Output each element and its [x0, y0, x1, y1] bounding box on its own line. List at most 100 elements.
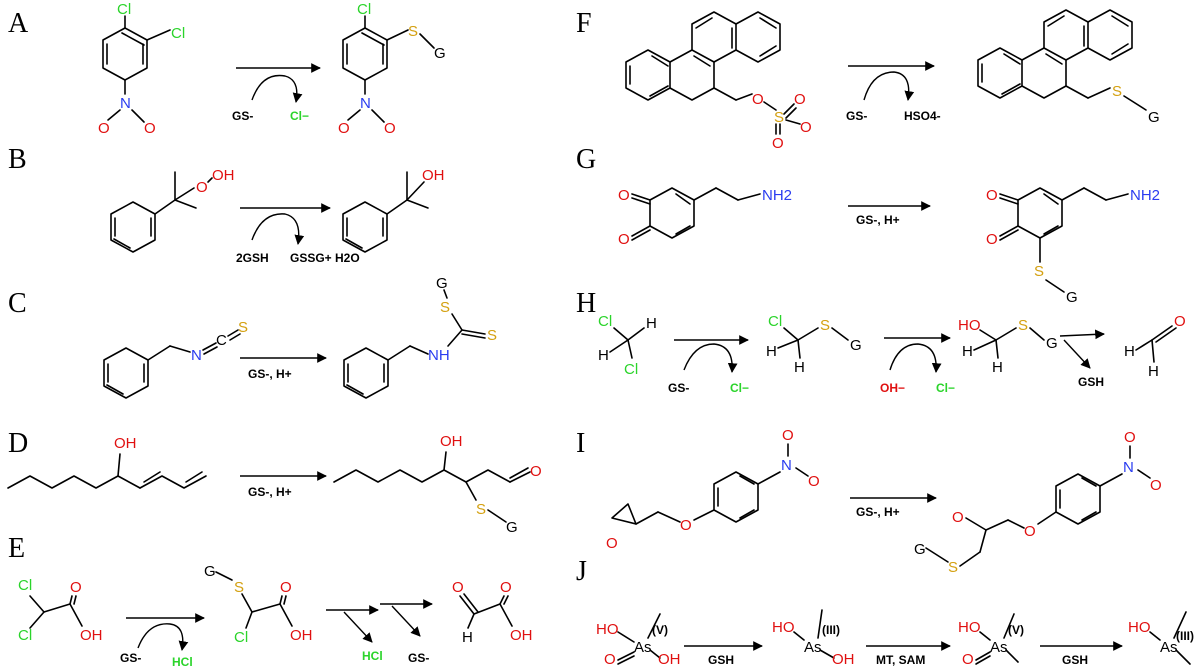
arsenite-iii: HO As (III) OH [772, 609, 855, 668]
reaction-b: O OH 2GSH GSSG+ H2O OH [110, 167, 445, 265]
atom-ho: HO [596, 621, 619, 638]
atom-n: N [781, 457, 792, 474]
curved-arrow [889, 343, 942, 373]
reagent-oh: OH− [880, 381, 905, 395]
panel-label-c: C [8, 288, 27, 319]
reactant-dopamine-quinone: O O NH2 [618, 187, 792, 248]
atom-o: O [98, 120, 110, 137]
atom-g: G [1066, 289, 1078, 306]
atom-o: O [530, 463, 542, 480]
curved-arrow [251, 213, 305, 245]
atom-s: S [238, 319, 248, 336]
atom-oh: OH [658, 651, 681, 668]
reaction-j: HO As (V) O OH GSH HO As (III) OH MT, SA… [596, 609, 1194, 668]
atom-o: O [144, 120, 156, 137]
atom-oh: OH [422, 167, 445, 184]
atom-g: G [204, 563, 216, 580]
reaction-i: O O N O O GS-, H+ G S O O [606, 427, 1162, 576]
atom-o: O [962, 651, 974, 668]
atom-cl: Cl [18, 577, 32, 594]
product-f: S G [977, 9, 1160, 126]
atom-oh: OH [212, 167, 235, 184]
product-d: OH O S G [333, 433, 542, 536]
panel-label-j: J [576, 556, 587, 587]
product-c: NH S S G [343, 275, 497, 399]
atom-o: O [794, 91, 806, 108]
reagent-gs: GS- [232, 109, 253, 123]
atom-oh: OH [510, 627, 533, 644]
atom-oh: OH [114, 435, 137, 452]
byproduct-cl: Cl− [730, 381, 749, 395]
reactant-cumene-hydroperoxide: O OH [110, 167, 235, 253]
dimethylarsinite-iii: HO As (III) [1128, 611, 1194, 665]
atom-o: O [384, 120, 396, 137]
atom-g: G [1148, 109, 1160, 126]
atom-o: O [70, 579, 82, 596]
atom-o: O [606, 535, 618, 552]
curved-arrow [251, 74, 303, 103]
reaction-f: O S O O O GS- HSO4- S [625, 9, 1160, 152]
panel-label-e: E [8, 533, 25, 564]
atom-oh: OH [440, 433, 463, 450]
atom-o: O [500, 579, 512, 596]
curved-arrow [683, 343, 738, 373]
atom-g: G [850, 337, 862, 354]
atom-o: O [618, 231, 630, 248]
oxidation-state: (III) [1176, 629, 1194, 643]
atom-s: S [820, 317, 830, 334]
atom-o: O [1024, 523, 1036, 540]
panel-label-g: G [576, 144, 596, 175]
curved-arrow [863, 71, 915, 101]
atom-o: O [604, 651, 616, 668]
atom-cl: Cl [624, 361, 638, 378]
atom-oh: OH [290, 627, 313, 644]
atom-cl: Cl [18, 627, 32, 644]
panel-label-b: B [8, 144, 27, 175]
intermediate-h-2: HO H H S G [958, 317, 1058, 376]
atom-cl: Cl [234, 629, 248, 646]
atom-g: G [434, 45, 446, 62]
reaction-h: Cl H H Cl GS- Cl− Cl H H S G OH− Cl− [598, 313, 1186, 395]
methylarsonate-v: HO As (V) O [958, 613, 1024, 668]
intermediate-e: G S Cl O OH [204, 563, 313, 646]
atom-o: O [952, 509, 964, 526]
reagent-gsh: GSH [1062, 653, 1088, 667]
reagent-gs-h: GS-, H+ [248, 485, 292, 499]
atom-as: As [634, 639, 652, 656]
reaction-d: OH GS-, H+ OH O S G [7, 433, 542, 536]
atom-nh2: NH2 [762, 187, 792, 204]
atom-n: N [120, 95, 131, 112]
atom-s: S [1034, 263, 1044, 280]
oxidation-state: (V) [1008, 623, 1024, 637]
reagent-gs-h: GS-, H+ [248, 367, 292, 381]
atom-o: O [196, 179, 208, 196]
byproduct-cl: Cl− [290, 109, 309, 123]
panel-label-f: F [576, 8, 592, 39]
oxidation-state: (V) [652, 623, 668, 637]
atom-ho: HO [958, 619, 981, 636]
atom-o: O [1174, 313, 1186, 330]
atom-h: H [962, 343, 973, 360]
reagent-gs: GS- [846, 109, 867, 123]
panel-label-i: I [576, 428, 585, 459]
reaction-e: Cl Cl O OH GS- HCl G S Cl O OH [18, 563, 533, 669]
atom-o: O [800, 119, 812, 136]
reagent-mt-sam: MT, SAM [876, 653, 925, 667]
reagent-gs-h: GS-, H+ [856, 213, 900, 227]
atom-c: C [216, 332, 227, 349]
atom-o: O [280, 579, 292, 596]
panel-label-a: A [8, 8, 29, 39]
atom-o: O [772, 135, 784, 152]
atom-h: H [1148, 363, 1159, 380]
product-formaldehyde: H H O [1124, 313, 1186, 380]
atom-o: O [782, 427, 794, 444]
atom-h: H [462, 629, 473, 646]
atom-h: H [646, 315, 657, 332]
atom-g: G [506, 519, 518, 536]
branch-arrow [1063, 339, 1091, 369]
product-i: G S O O N O O [914, 429, 1162, 576]
atom-h: H [1124, 343, 1135, 360]
reactant-dichloronitrobenzene: Cl Cl N O O [98, 1, 185, 137]
